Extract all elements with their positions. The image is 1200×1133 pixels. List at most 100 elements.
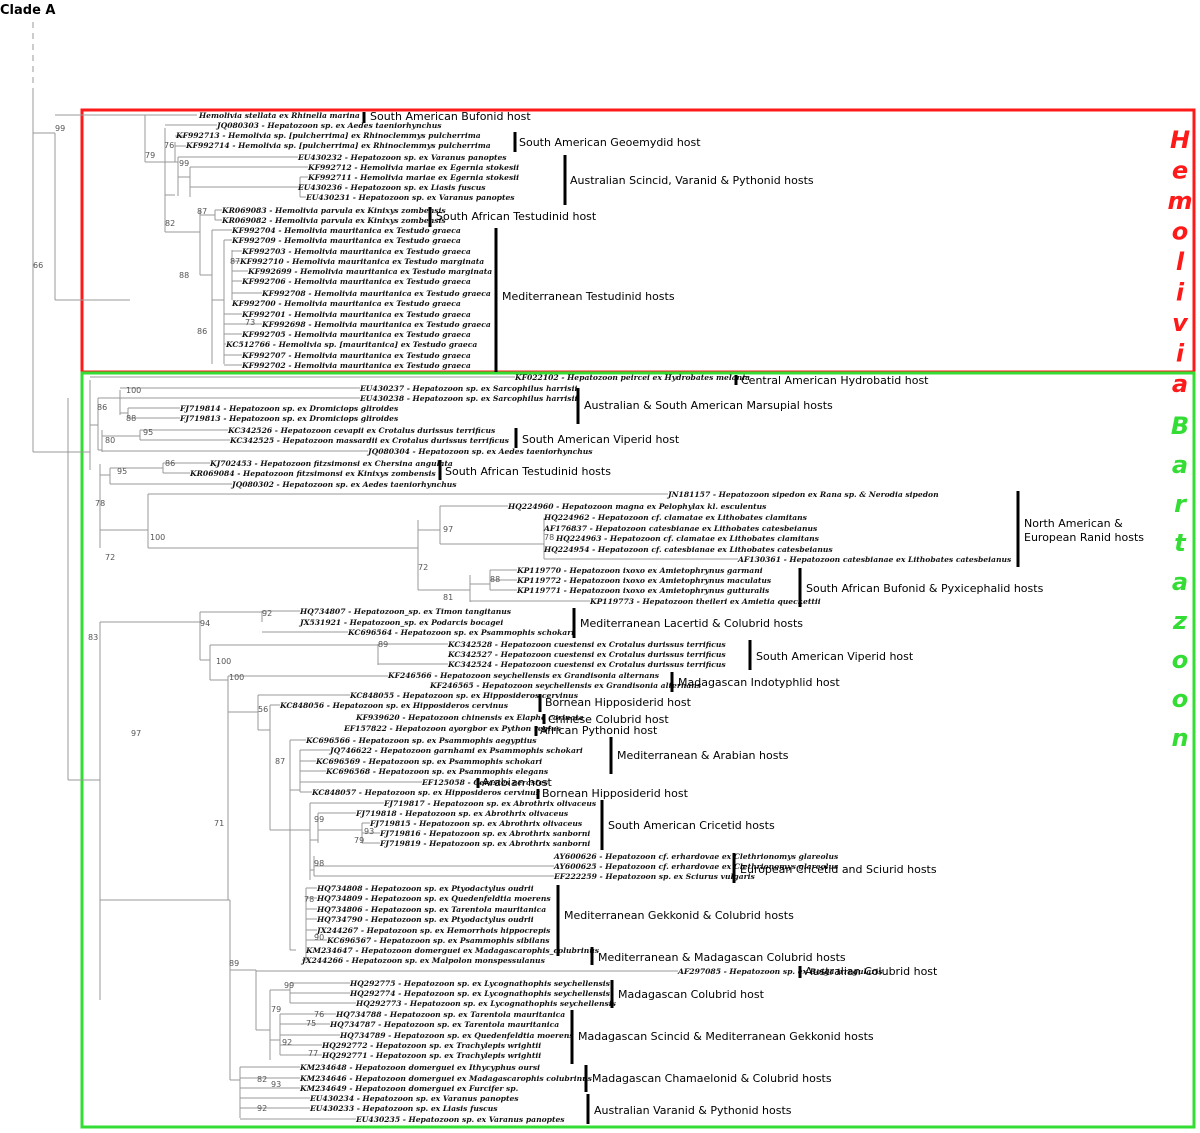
leaf-label: AF176837 - Hepatozoon catesbianae ex Lit… xyxy=(543,524,818,533)
leaf-label: JQ080304 - Hepatozoon sp. ex Aedes taeni… xyxy=(366,447,593,456)
bootstrap-value: 97 xyxy=(443,525,453,534)
bootstrap-value: 77 xyxy=(308,1049,318,1058)
bartazoon-letter: B xyxy=(1171,412,1189,440)
bootstrap-value: 90 xyxy=(314,933,324,942)
bootstrap-value: 88 xyxy=(490,575,500,584)
leaf-label: JX531921 - Hepatozoon_sp. ex Podarcis bo… xyxy=(298,618,503,627)
bartazoon-letter: t xyxy=(1174,529,1187,557)
leaf-label: EU430231 - Hepatozoon sp. ex Varanus pan… xyxy=(305,193,515,202)
host-group-label: South American Geoemydid host xyxy=(519,136,701,149)
leaf-label: KC342528 - Hepatozoon cuestensi ex Crota… xyxy=(447,640,726,649)
host-group-label: Mediterranean Lacertid & Colubrid hosts xyxy=(580,617,803,630)
bartazoon-letter: o xyxy=(1172,646,1189,674)
bootstrap-value: 89 xyxy=(378,640,388,649)
bootstrap-value: 75 xyxy=(306,1019,316,1028)
bootstrap-values: 9979769982878887738666100868880959586787… xyxy=(33,124,554,1113)
bartazoon-letter: z xyxy=(1172,607,1188,635)
leaf-label: KF992708 - Hemolivia mauritanica ex Test… xyxy=(261,289,491,298)
leaf-label: KF992702 - Hemolivia mauritanica ex Test… xyxy=(241,361,471,370)
leaf-label: KF992704 - Hemolivia mauritanica ex Test… xyxy=(231,226,461,235)
leaf-label: HQ224963 - Hepatozoon cf. clamatae ex Li… xyxy=(555,534,820,543)
leaf-label: KC696568 - Hepatozoon sp. ex Psammophis … xyxy=(325,767,549,776)
leaf-label: KF992713 - Hemolivia sp. [pulcherrima] e… xyxy=(175,131,481,140)
bootstrap-value: 92 xyxy=(282,1038,292,1047)
leaf-label: KF246565 - Hepatozoon seychellensis ex G… xyxy=(429,681,702,690)
bartazoon-letter: n xyxy=(1171,724,1188,752)
leaf-label: KC696564 - Hepatozoon sp. ex Psammophis … xyxy=(347,628,574,637)
clade-title: Clade A xyxy=(0,3,55,18)
bootstrap-value: 87 xyxy=(230,257,240,266)
host-group-label: Australian Varanid & Pythonid hosts xyxy=(594,1104,792,1117)
leaf-label: KC342526 - Hepatozoon cevapii ex Crotalu… xyxy=(227,426,496,435)
hemolivia-letter: m xyxy=(1167,187,1192,215)
host-group-label: Australian Colubrid host xyxy=(805,965,938,978)
leaf-label: KF992710 - Hemolivia mauritanica ex Test… xyxy=(239,257,484,266)
leaf-label: HQ292774 - Hepatozoon sp. ex Lycognathop… xyxy=(349,989,611,998)
host-group-label: African Pythonid host xyxy=(540,724,658,737)
leaf-label: EU430234 - Hepatozoon sp. ex Varanus pan… xyxy=(309,1094,519,1103)
host-group-label: South African Testudinid host xyxy=(436,210,597,223)
leaf-label: HQ292773 - Hepatozoon sp. ex Lycognathop… xyxy=(355,999,617,1008)
host-group-label: Mediterranean & Madagascan Colubrid host… xyxy=(598,951,846,964)
bootstrap-value: 71 xyxy=(214,819,224,828)
leaf-label: HQ734809 - Hepatozoon sp. ex Quedenfeldt… xyxy=(316,894,551,903)
bootstrap-value: 88 xyxy=(126,414,136,423)
host-group-label: Chinese Colubrid host xyxy=(548,713,669,726)
host-group-label: Arabian host xyxy=(482,776,552,789)
bartazoon-letter: o xyxy=(1172,685,1189,713)
host-group-label: European Ranid hosts xyxy=(1024,531,1144,544)
leaf-label: KF992698 - Hemolivia mauritanica ex Test… xyxy=(261,320,491,329)
leaf-label: HQ224954 - Hepatozoon cf. catesbianae ex… xyxy=(543,545,833,554)
leaf-label: Hemolivia stellata ex Rhinella marina xyxy=(198,111,360,120)
hemolivia-letter: H xyxy=(1170,126,1190,154)
leaf-label: HQ292771 - Hepatozoon sp. ex Trachylepis… xyxy=(321,1051,541,1060)
bootstrap-value: 100 xyxy=(126,386,141,395)
leaf-label: KC342524 - Hepatozoon cuestensi ex Crota… xyxy=(447,660,726,669)
bootstrap-value: 79 xyxy=(145,151,155,160)
leaf-label: KF992701 - Hemolivia mauritanica ex Test… xyxy=(241,310,471,319)
leaf-label: KR069084 - Hepatozoon fitzsimonsi ex Kin… xyxy=(189,469,436,478)
bootstrap-value: 95 xyxy=(117,467,127,476)
bootstrap-value: 81 xyxy=(443,593,453,602)
leaf-label: KF992707 - Hemolivia mauritanica ex Test… xyxy=(241,351,471,360)
tree-branches xyxy=(32,22,738,1120)
leaf-label: KM234648 - Hepatozoon domerguei ex Ithyc… xyxy=(299,1063,540,1072)
leaf-label: KF992711 - Hemolivia mariae ex Egernia s… xyxy=(307,173,519,182)
leaf-label: EU430237 - Hepatozoon sp. ex Sarcophilus… xyxy=(359,384,577,393)
bootstrap-value: 98 xyxy=(314,859,324,868)
host-group-label: South American Cricetid hosts xyxy=(608,819,775,832)
leaf-label: JX244267 - Hepatozoon sp. ex Hemorrhois … xyxy=(315,926,551,935)
leaf-label: KP119772 - Hepatozoon ixoxo ex Amietophr… xyxy=(516,576,772,585)
host-group-label: South African Bufonid & Pyxicephalid hos… xyxy=(806,582,1044,595)
leaf-label: FJ719814 - Hepatozoon sp. ex Dromiciops … xyxy=(179,404,399,413)
bootstrap-value: 87 xyxy=(197,207,207,216)
leaf-label: EU430232 - Hepatozoon sp. ex Varanus pan… xyxy=(297,153,507,162)
bootstrap-value: 78 xyxy=(95,499,105,508)
leaf-label: KC696569 - Hepatozoon sp. ex Psammophis … xyxy=(315,757,542,766)
leaf-label: JQ746622 - Hepatozoon garnhami ex Psammo… xyxy=(328,746,583,755)
bootstrap-value: 56 xyxy=(258,705,268,714)
bootstrap-value: 94 xyxy=(200,619,210,628)
leaf-label: KM234649 - Hepatozoon domerguei ex Furci… xyxy=(299,1084,519,1093)
leaf-label: HQ734789 - Hepatozoon sp. ex Quedenfeldt… xyxy=(339,1031,574,1040)
leaf-label: FJ719817 - Hepatozoon sp. ex Abrothrix o… xyxy=(383,799,597,808)
bootstrap-value: 83 xyxy=(88,633,98,642)
bootstrap-value: 82 xyxy=(165,219,175,228)
leaf-label: KC512766 - Hemolivia sp. [mauritanica] e… xyxy=(225,340,477,349)
leaf-label: KF939620 - Hepatozoon chinensis ex Elaph… xyxy=(355,713,584,722)
leaf-label: KJ702453 - Hepatozoon fitzsimonsi ex Che… xyxy=(209,459,453,468)
leaf-label: JQ080303 - Hepatozoon sp. ex Aedes taeni… xyxy=(215,121,442,130)
host-group-label: Australian & South American Marsupial ho… xyxy=(584,399,833,412)
bootstrap-value: 99 xyxy=(314,815,324,824)
bootstrap-value: 100 xyxy=(150,533,165,542)
bootstrap-value: 100 xyxy=(216,657,231,666)
leaf-label: KF992699 - Hemolivia mauritanica ex Test… xyxy=(247,267,492,276)
host-group-label: Madagascan Scincid & Mediterranean Gekko… xyxy=(578,1030,874,1043)
leaf-label: KF022102 - Hepatozoon peircei ex Hydroba… xyxy=(514,373,750,382)
leaf-label: KF992714 - Hemolivia sp. [pulcherrima] e… xyxy=(185,141,491,150)
leaf-label: KP119773 - Hepatozoon theileri ex Amieti… xyxy=(589,597,821,606)
host-group-label: Bornean Hipposiderid host xyxy=(542,787,689,800)
leaf-label: EF157822 - Hepatozoon ayorgbor ex Python… xyxy=(343,724,561,733)
bootstrap-value: 72 xyxy=(418,563,428,572)
